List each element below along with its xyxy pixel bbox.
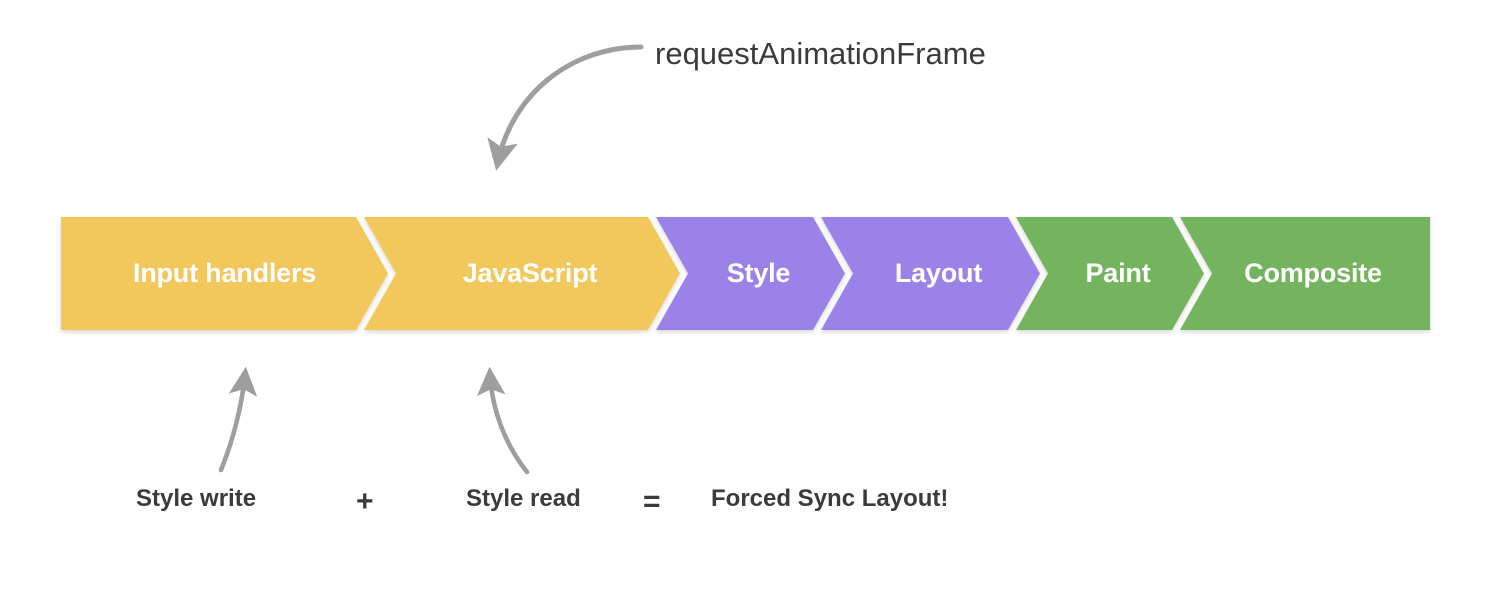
style-write-label: Style write: [136, 485, 257, 512]
plus-operator: +: [356, 485, 374, 518]
equals-operator: =: [643, 485, 661, 518]
style-read-label: Style read: [466, 485, 581, 512]
request-animation-frame-label: requestAnimationFrame: [655, 36, 986, 71]
segment-shape-composite: [1180, 217, 1430, 330]
segment-shape-paint: [1016, 217, 1204, 330]
arrow-request-animation-frame: [487, 44, 644, 171]
arrow-style-read: [476, 366, 530, 475]
arrow-style-write: [218, 366, 258, 473]
forced-sync-layout-label: Forced Sync Layout!: [711, 485, 949, 512]
segment-shape-javascript: [364, 217, 680, 330]
segment-shape-layout: [821, 217, 1040, 330]
segment-shape-input-handlers: [61, 217, 388, 330]
rendering-pipeline-bar: Input handlers JavaScript Style Layout P…: [61, 217, 1430, 330]
segment-shape-style: [656, 217, 845, 330]
